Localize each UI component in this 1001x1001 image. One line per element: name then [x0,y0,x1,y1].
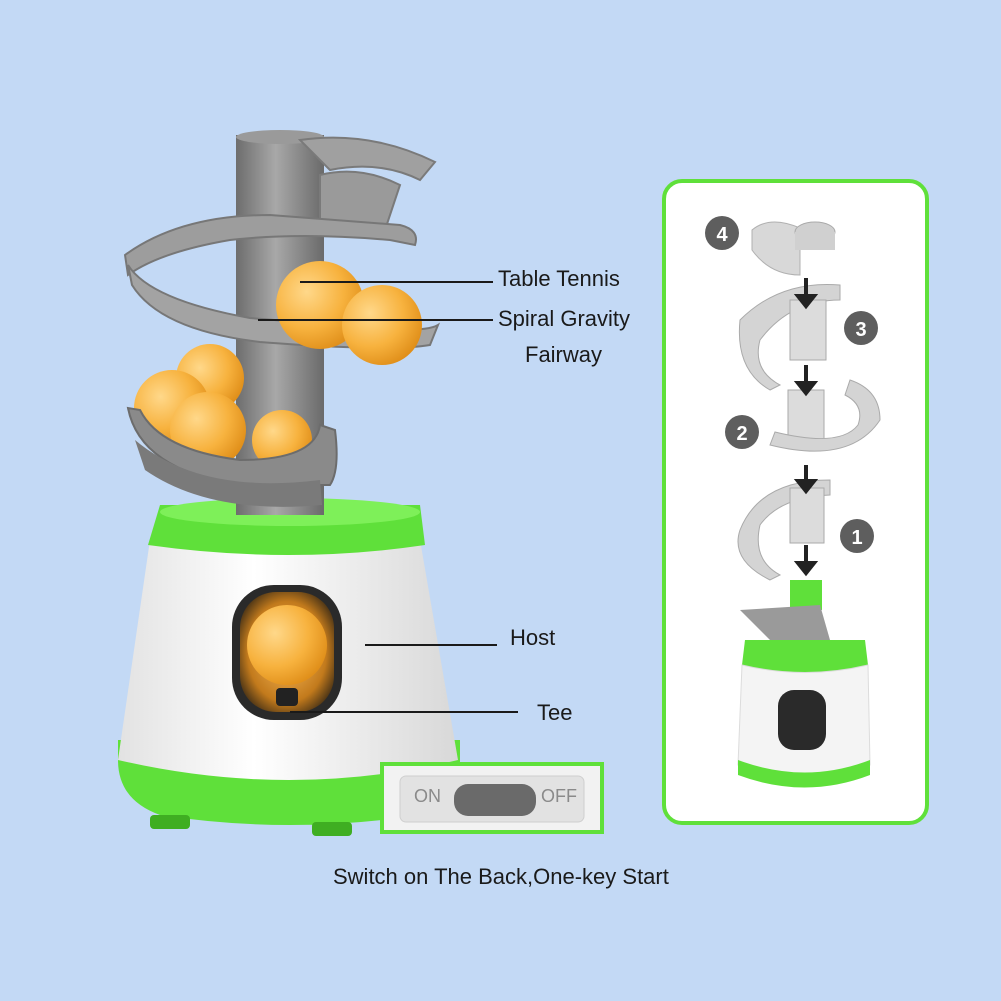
callout-lines [258,281,518,713]
switch-off-label: OFF [541,786,577,806]
step-4-number: 4 [716,224,728,246]
tee-piece [276,688,298,706]
ball-machine [118,130,460,836]
step-2-badge [725,415,759,449]
switch-knob [454,784,536,816]
part-4-cup [751,221,801,276]
step-1-number: 1 [851,527,862,549]
table-tennis-ball [342,285,422,365]
label-tee: Tee [537,700,573,725]
step-3-number: 3 [855,319,866,341]
part-1-ring [737,479,831,581]
switch-inset [380,762,604,834]
machine-feet [150,815,190,829]
step-3-badge [844,311,878,345]
step-badges: 4 3 2 1 [705,216,878,553]
step-4-badge [705,216,739,250]
label-switch-caption: Switch on The Back,One-key Start [333,864,669,889]
step-1-badge [840,519,874,553]
part-3-ring [738,283,841,391]
label-table-tennis: Table Tennis [498,266,620,291]
window-ball [247,605,327,685]
machine-feet [312,822,352,836]
spiral-fairway [123,213,417,277]
part-2-ring [769,379,881,452]
label-host: Host [510,625,556,650]
step-2-number: 2 [736,423,747,445]
switch-on-label: ON [414,786,441,806]
label-spiral-gravity: Spiral Gravity [498,306,631,331]
assembly-panel: 4 3 2 1 [662,179,929,825]
spiral-top [297,136,437,182]
label-fairway: Fairway [525,342,603,367]
